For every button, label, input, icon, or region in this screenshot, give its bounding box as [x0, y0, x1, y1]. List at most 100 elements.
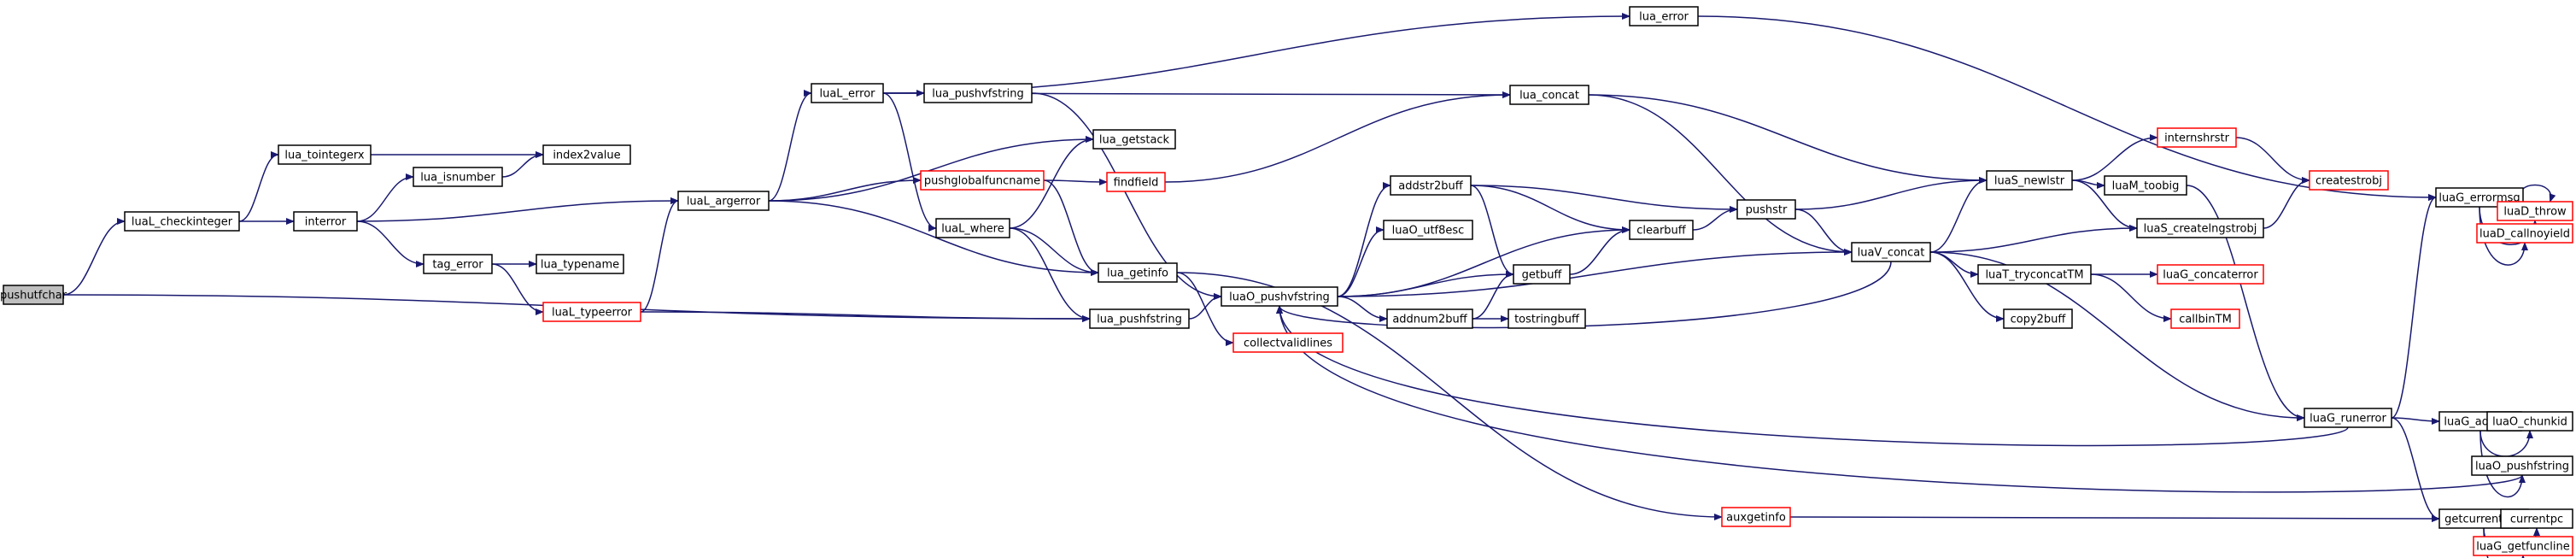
edge-luaL_error-to-luaL_where: [882, 92, 937, 232]
node-pushutfchar[interactable]: pushutfchar: [0, 285, 67, 305]
node-pushglobalfuncname[interactable]: pushglobalfuncname: [920, 170, 1045, 191]
node-box-luaG_runerror: [2304, 408, 2392, 428]
node-findfield[interactable]: findfield: [1106, 172, 1166, 192]
node-interror[interactable]: interror: [293, 211, 358, 232]
node-luaS_newlstr[interactable]: luaS_newlstr: [1986, 170, 2073, 191]
edge-luaL_argerror-to-lua_getstack: [768, 136, 1094, 202]
node-luaO_utf8esc[interactable]: luaO_utf8esc: [1383, 220, 1473, 240]
node-box-addstr2buff: [1390, 175, 1472, 196]
edge-luaO_pushvfstring-to-addstr2buff: [1337, 182, 1391, 297]
node-createstrobj[interactable]: createstrobj: [2309, 170, 2389, 191]
edge-luaT_tryconcatTM-to-callbinTM: [2090, 273, 2172, 322]
node-luaL_error[interactable]: luaL_error: [811, 83, 884, 103]
node-lua_getstack[interactable]: lua_getstack: [1092, 129, 1176, 150]
edge-interror-to-luaL_argerror: [356, 197, 679, 222]
node-box-tag_error: [423, 254, 493, 274]
node-collectvalidlines[interactable]: collectvalidlines: [1232, 332, 1344, 353]
node-luaS_createlngstrobj[interactable]: luaS_createlngstrobj: [2136, 218, 2264, 238]
node-label-luaD_callnoyield: luaD_callnoyield: [2479, 228, 2570, 241]
node-label-interror: interror: [305, 216, 347, 229]
edge-addstr2buff-to-getbuff: [1470, 185, 1514, 278]
edge-findfield-to-lua_concat: [1164, 91, 1511, 183]
node-luaD_throw[interactable]: luaD_throw: [2497, 201, 2573, 221]
node-lua_pushvfstring[interactable]: lua_pushvfstring: [923, 83, 1033, 103]
node-label-addnum2buff: addnum2buff: [1392, 314, 1467, 326]
node-luaV_concat[interactable]: luaV_concat: [1851, 242, 1931, 262]
node-label-createstrobj: createstrobj: [2315, 175, 2382, 188]
edge-luaV_concat-to-luaG_runerror: [1929, 251, 2305, 421]
node-lua_typename[interactable]: lua_typename: [536, 254, 624, 274]
node-label-pushutfchar: pushutfchar: [0, 290, 67, 302]
node-luaO_chunkid[interactable]: luaO_chunkid: [2486, 411, 2573, 432]
node-box-luaD_throw: [2497, 201, 2573, 221]
node-label-luaS_createlngstrobj: luaS_createlngstrobj: [2144, 223, 2257, 236]
node-lua_error[interactable]: lua_error: [1629, 6, 1699, 26]
node-pushstr[interactable]: pushstr: [1736, 199, 1796, 220]
edge-luaS_newlstr-to-internshrstr: [2071, 134, 2158, 181]
edge-luaL_error-to-lua_error: [882, 13, 1630, 94]
edge-luaO_pushvfstring-to-luaO_utf8esc: [1337, 226, 1385, 297]
edge-luaO_pushvfstring-to-clearbuff: [1337, 226, 1630, 297]
edge-clearbuff-to-pushstr: [1692, 206, 1738, 231]
node-lua_tointegerx[interactable]: lua_tointegerx: [278, 144, 372, 165]
node-box-auxgetinfo: [1721, 507, 1791, 527]
node-luaG_runerror[interactable]: luaG_runerror: [2304, 408, 2392, 428]
node-box-getbuff: [1513, 264, 1571, 285]
node-addnum2buff[interactable]: addnum2buff: [1386, 308, 1473, 329]
node-label-copy2buff: copy2buff: [2011, 314, 2067, 326]
node-luaO_pushfstring[interactable]: luaO_pushfstring: [2471, 455, 2573, 476]
edge-lua_pushvfstring-to-luaO_pushvfstring: [1031, 92, 1222, 300]
node-lua_pushfstring[interactable]: lua_pushfstring: [1089, 308, 1190, 329]
node-box-luaV_concat: [1851, 242, 1931, 262]
node-copy2buff[interactable]: copy2buff: [2003, 308, 2073, 329]
node-lua_concat[interactable]: lua_concat: [1509, 85, 1590, 105]
node-addstr2buff[interactable]: addstr2buff: [1390, 175, 1472, 196]
node-label-luaG_runerror: luaG_runerror: [2310, 413, 2386, 426]
node-luaO_pushvfstring[interactable]: luaO_pushvfstring: [1221, 286, 1338, 307]
edge-lua_getinfo-to-collectvalidlines: [1176, 272, 1234, 346]
node-label-internshrstr: internshrstr: [2164, 132, 2230, 145]
edge-lua_error-to-luaG_errormsg: [1697, 15, 2437, 201]
node-luaG_concaterror[interactable]: luaG_concaterror: [2157, 264, 2264, 285]
node-luaL_checkinteger[interactable]: luaL_checkinteger: [124, 211, 240, 232]
node-luaD_callnoyield[interactable]: luaD_callnoyield: [2476, 223, 2573, 244]
edge-auxgetinfo-to-getcurrentline: [1789, 514, 2440, 522]
node-tag_error[interactable]: tag_error: [423, 254, 493, 274]
node-luaG_getfuncline[interactable]: luaG_getfuncline: [2473, 536, 2573, 556]
node-label-luaG_getfuncline: luaG_getfuncline: [2476, 541, 2569, 554]
edge-luaL_typeerror-to-lua_pushfstring: [640, 311, 1091, 322]
node-lua_getinfo[interactable]: lua_getinfo: [1098, 262, 1178, 283]
node-callbinTM[interactable]: callbinTM: [2170, 308, 2240, 329]
node-label-luaT_tryconcatTM: luaT_tryconcatTM: [1985, 269, 2083, 282]
node-index2value[interactable]: index2value: [542, 144, 631, 165]
node-box-luaL_typeerror: [542, 302, 641, 322]
node-box-interror: [293, 211, 358, 232]
node-box-luaO_pushfstring: [2471, 455, 2573, 476]
edge-interror-to-tag_error: [356, 220, 424, 267]
node-lua_isnumber[interactable]: lua_isnumber: [413, 167, 503, 187]
node-luaL_where[interactable]: luaL_where: [935, 218, 1010, 238]
node-luaM_toobig[interactable]: luaM_toobig: [2104, 175, 2187, 196]
node-box-lua_error: [1629, 6, 1699, 26]
node-currentpc[interactable]: currentpc: [2500, 508, 2573, 529]
edge-luaL_argerror-to-lua_getinfo: [768, 200, 1099, 276]
node-box-index2value: [542, 144, 631, 165]
node-tostringbuff[interactable]: tostringbuff: [1508, 308, 1586, 329]
node-box-clearbuff: [1629, 220, 1694, 240]
edge-luaG_runerror-to-luaG_errormsg: [2391, 194, 2437, 419]
node-luaT_tryconcatTM[interactable]: luaT_tryconcatTM: [1977, 264, 2092, 285]
node-internshrstr[interactable]: internshrstr: [2157, 127, 2237, 148]
node-label-luaL_argerror: luaL_argerror: [687, 196, 761, 209]
node-box-luaO_chunkid: [2486, 411, 2573, 432]
node-label-findfield: findfield: [1114, 177, 1159, 190]
node-label-pushstr: pushstr: [1746, 204, 1788, 217]
edge-lua_concat-to-luaV_concat: [1588, 94, 1853, 256]
node-luaL_typeerror[interactable]: luaL_typeerror: [542, 302, 641, 322]
node-luaL_argerror[interactable]: luaL_argerror: [677, 191, 770, 211]
node-label-tag_error: tag_error: [432, 259, 483, 272]
node-getbuff[interactable]: getbuff: [1513, 264, 1571, 285]
node-clearbuff[interactable]: clearbuff: [1629, 220, 1694, 240]
node-label-luaO_pushvfstring: luaO_pushvfstring: [1229, 291, 1330, 304]
node-auxgetinfo[interactable]: auxgetinfo: [1721, 507, 1791, 527]
